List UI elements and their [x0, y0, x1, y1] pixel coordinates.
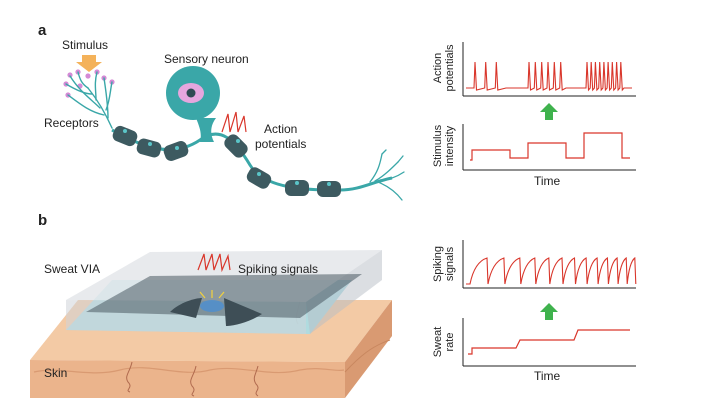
nucleolus — [186, 88, 196, 98]
skin-texture-2 — [344, 339, 391, 373]
label-action-potentials-line1: Action — [264, 122, 298, 136]
panel-b-letter: b — [38, 212, 48, 229]
soma-stem — [196, 118, 216, 142]
plot-b-sweat-rate — [462, 318, 636, 367]
electrode-left — [170, 298, 202, 318]
xlabel-time-a: Time — [534, 174, 561, 188]
ylabel-sweat-rate: Sweat rate — [432, 312, 456, 372]
stimulus-arrow-icon — [76, 55, 102, 72]
label-stimulus: Stimulus — [62, 38, 109, 52]
xlabel-time-b: Time — [534, 369, 561, 383]
skin-texture — [33, 367, 345, 374]
sweat-via-device-illustration — [30, 250, 392, 398]
ylabel-spiking-signals-line2: signals — [444, 246, 456, 282]
up-arrow-icon-b — [540, 303, 558, 320]
up-arrow-icon-a — [540, 103, 558, 120]
sensory-neuron-illustration — [63, 55, 405, 201]
plot-a-action-potentials — [462, 42, 636, 97]
ylabel-spiking-signals-line1: Spiking — [432, 245, 444, 283]
stimulus-intensity-trace — [470, 132, 630, 161]
label-sweat-via: Sweat VIA — [44, 262, 101, 276]
ylabel-stimulus-intensity: Stimulus intensity — [432, 116, 456, 176]
label-receptors: Receptors — [44, 116, 99, 130]
ylabel-sweat-rate-line2: rate — [444, 332, 456, 352]
receptor-dendrites — [65, 71, 113, 129]
myelin-sheath-segments — [112, 125, 341, 197]
spiking-signal-trace — [466, 256, 637, 285]
device-electrode-layer — [86, 274, 362, 318]
ylabel-stimulus-intensity-line1: Stimulus — [432, 124, 444, 168]
axon-terminals — [369, 149, 405, 201]
ylabel-spiking-signals: Spiking signals — [432, 234, 456, 294]
sweat-rate-trace — [468, 329, 630, 355]
plot-a-stimulus-intensity — [462, 124, 636, 171]
ylabel-action-potentials: Action potentials — [432, 38, 456, 98]
sweat-pore — [200, 300, 224, 312]
skin-front — [30, 360, 345, 398]
myelin-highlights — [123, 129, 331, 186]
panel-a-letter: a — [38, 22, 47, 39]
ylabel-action-potentials-line1: Action — [432, 52, 444, 84]
ylabel-action-potentials-line2: potentials — [444, 44, 456, 92]
label-sensory-neuron: Sensory neuron — [164, 52, 249, 66]
ylabel-stimulus-intensity-line2: intensity — [444, 125, 456, 167]
sweat-droplet-arrows — [199, 290, 225, 299]
plot-b-spiking-signals — [462, 240, 637, 289]
label-spiking-signals: Spiking signals — [238, 262, 319, 276]
label-action-potentials-line2: potentials — [255, 137, 307, 151]
device-housing-side — [306, 250, 382, 334]
action-potential-spikes-icon — [221, 111, 247, 133]
spiking-signal-icon — [197, 253, 231, 273]
electrode-right — [224, 298, 262, 326]
ylabel-sweat-rate-line1: Sweat — [432, 326, 444, 358]
action-potential-trace — [466, 61, 632, 92]
skin-side — [345, 300, 392, 398]
label-skin: Skin — [44, 366, 68, 380]
